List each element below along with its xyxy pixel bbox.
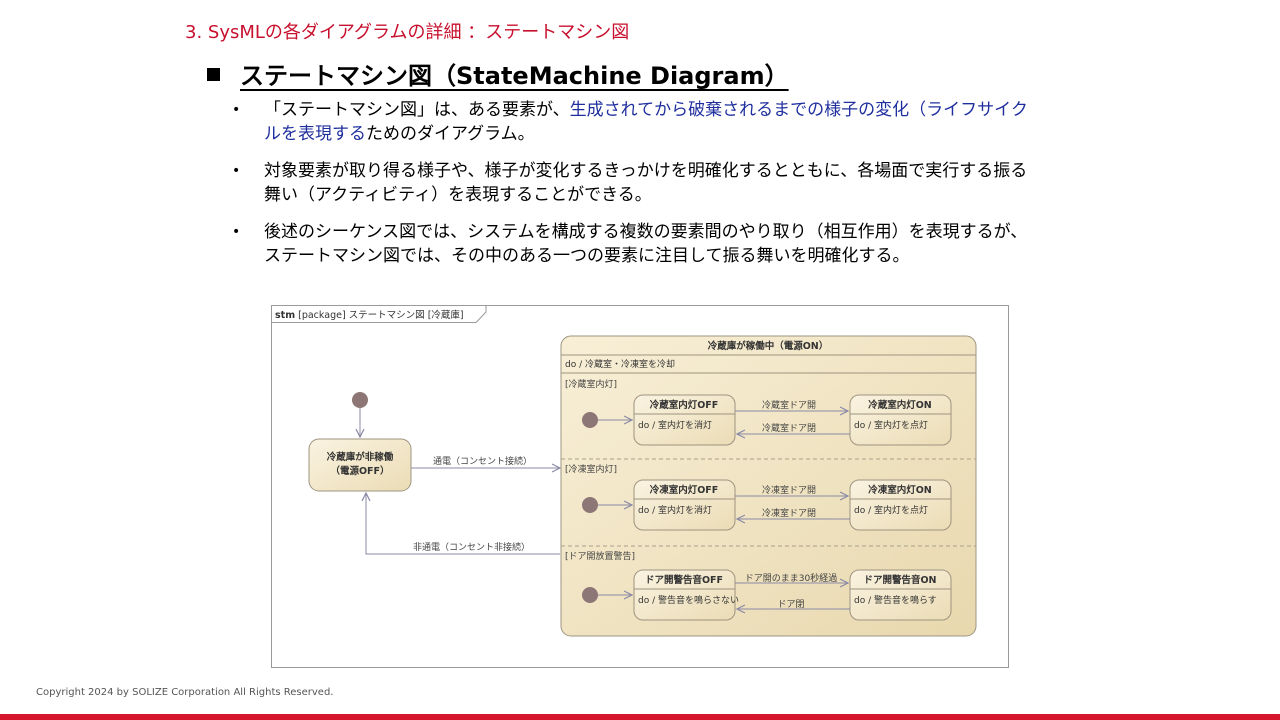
- state-name: 冷蔵室内灯ON: [868, 399, 932, 411]
- state-box: [849, 479, 952, 531]
- state-box: [633, 569, 736, 621]
- frame-kind: stm: [275, 310, 295, 321]
- state-do: do / 室内灯を消灯: [638, 419, 712, 431]
- initial-node-icon: [582, 412, 598, 428]
- idle-state-line2: （電源OFF）: [330, 465, 389, 477]
- region-freezer-light: [冷凍室内灯] 冷凍室内灯OFF do / 室内灯を消灯 冷凍室内灯ON do …: [565, 463, 952, 531]
- bullet-dot-icon: •: [232, 224, 241, 240]
- region-label: [冷蔵室内灯]: [565, 378, 617, 390]
- bullet-dot-icon: •: [232, 102, 241, 118]
- transition-label: ドア閉: [777, 599, 804, 610]
- state-do: do / 室内灯を点灯: [854, 419, 928, 431]
- bullet-list: • 「ステートマシン図」は、ある要素が、生成されてから破棄されるまでの様子の変化（…: [232, 98, 1042, 281]
- state-name: 冷凍室内灯OFF: [650, 484, 719, 496]
- bullet-3-text: 後述のシーケンス図では、システムを構成する複数の要素間のやり取り（相互作用）を表…: [264, 222, 1028, 266]
- initial-node-icon: [352, 392, 368, 408]
- breadcrumb: 3. SysMLの各ダイアグラムの詳細 ：ステートマシン図: [185, 22, 630, 43]
- bullet-1-pre: 「ステートマシン図」は、ある要素が、: [264, 100, 570, 120]
- region-label: [ドア開放置警告]: [565, 550, 635, 562]
- state-box: [849, 394, 952, 446]
- state-box: [849, 569, 952, 621]
- footer-bar: [0, 714, 1280, 720]
- state-do: do / 警告音を鳴らさない: [638, 594, 739, 606]
- initial-node-icon: [582, 587, 598, 603]
- composite-title: 冷蔵庫が稼働中（電源ON）: [708, 340, 829, 352]
- transition-label: 冷凍室ドア開: [762, 484, 816, 496]
- composite-do: do / 冷蔵室・冷凍室を冷却: [565, 358, 675, 370]
- state-do: do / 室内灯を点灯: [854, 504, 928, 516]
- bullet-dot-icon: •: [232, 163, 241, 179]
- state-name: 冷蔵室内灯OFF: [650, 399, 719, 411]
- bullet-item-3: • 後述のシーケンス図では、システムを構成する複数の要素間のやり取り（相互作用）を…: [232, 220, 1042, 268]
- region-door-alarm: [ドア開放置警告] ドア開警告音OFF do / 警告音を鳴らさない ドア開警告…: [565, 550, 952, 621]
- state-do: do / 室内灯を消灯: [638, 504, 712, 516]
- bullet-1-post: ためのダイアグラム。: [366, 124, 535, 144]
- region-label: [冷凍室内灯]: [565, 463, 617, 475]
- bullet-2-text: 対象要素が取り得る様子や、様子が変化するきっかけを明確化するとともに、各場面で実…: [264, 161, 1028, 205]
- bullet-item-1: • 「ステートマシン図」は、ある要素が、生成されてから破棄されるまでの様子の変化（…: [232, 98, 1042, 146]
- region-fridge-light: [冷蔵室内灯] 冷蔵室内灯OFF do / 室内灯を消灯 冷蔵室内灯ON do …: [565, 378, 952, 446]
- transition-label: 冷蔵室ドア開: [762, 399, 816, 411]
- transition-label: 冷蔵室ドア閉: [762, 422, 816, 434]
- bullet-item-2: • 対象要素が取り得る様子や、様子が変化するきっかけを明確化するとともに、各場面で…: [232, 159, 1042, 207]
- state-do: do / 警告音を鳴らす: [854, 594, 937, 606]
- copyright: Copyright 2024 by SOLIZE Corporation All…: [36, 687, 334, 698]
- state-machine-diagram: stm [package] ステートマシン図 [冷蔵庫] 冷蔵庫が非稼働 （電源…: [271, 305, 1009, 668]
- transition-power-on: 通電（コンセント接続）: [433, 455, 532, 467]
- idle-state: 冷蔵庫が非稼働 （電源OFF）: [308, 438, 412, 492]
- frame-label: stm [package] ステートマシン図 [冷蔵庫]: [275, 309, 464, 321]
- transition-power-off: 非通電（コンセント非接続）: [413, 541, 530, 553]
- frame-name: [package] ステートマシン図 [冷蔵庫]: [295, 309, 464, 321]
- state-name: 冷凍室内灯ON: [868, 484, 932, 496]
- page-title: ステートマシン図（StateMachine Diagram）: [207, 56, 789, 91]
- bullet-1-highlight: 生成されてから破棄されるまでの様子の変化（ライフサイクルを表現する: [264, 100, 1028, 144]
- state-box: [633, 479, 736, 531]
- transition-label: ドア開のまま30秒経過: [745, 572, 837, 584]
- square-bullet-icon: [207, 67, 220, 81]
- state-name: ドア開警告音OFF: [645, 574, 723, 586]
- idle-state-line1: 冷蔵庫が非稼働: [327, 451, 394, 463]
- page-title-text: ステートマシン図（StateMachine Diagram）: [240, 62, 789, 90]
- state-name: ドア開警告音ON: [863, 574, 936, 586]
- transition-label: 冷凍室ドア閉: [762, 507, 816, 519]
- initial-node-icon: [582, 497, 598, 513]
- state-box: [633, 394, 736, 446]
